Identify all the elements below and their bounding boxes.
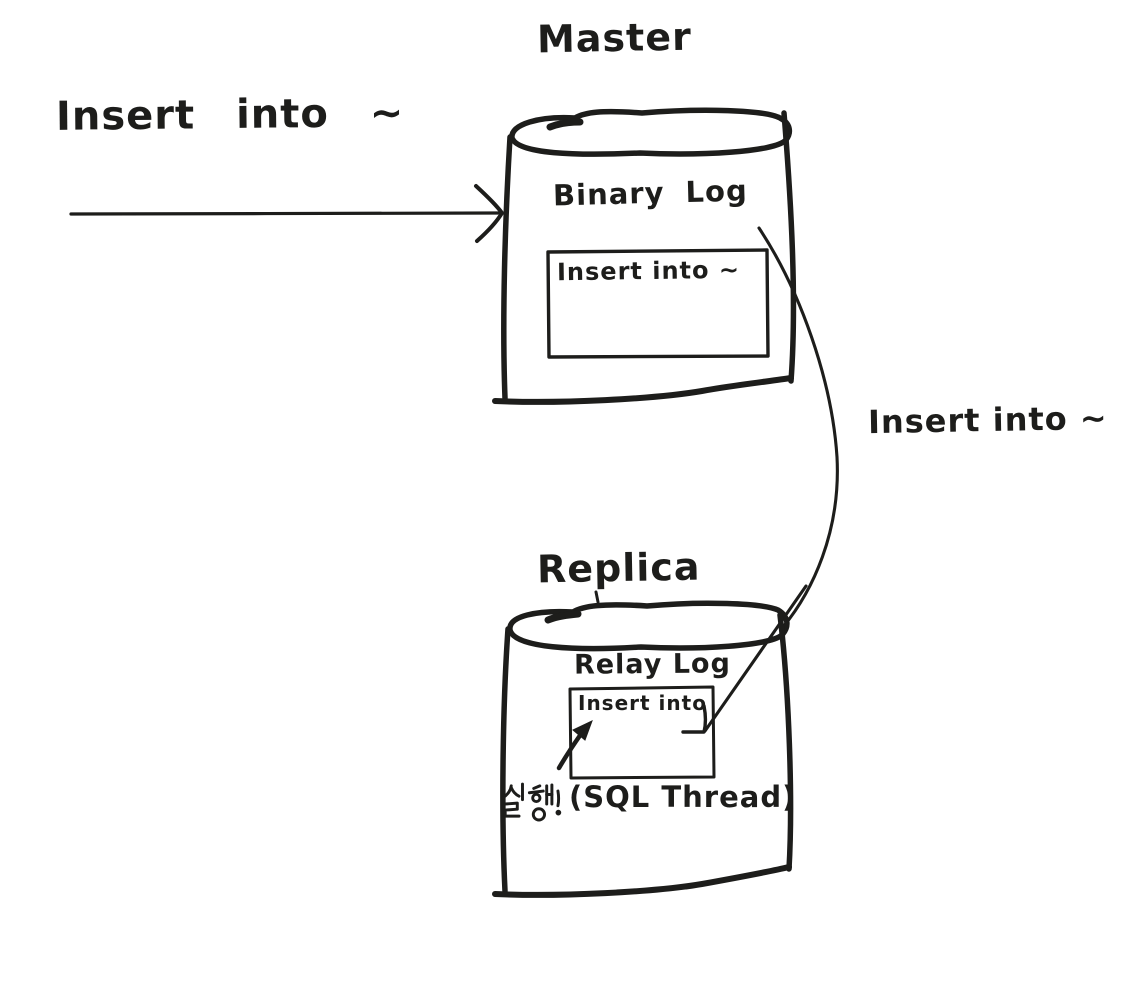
replica-bottom-edge — [492, 864, 792, 898]
stray-pen-mark — [594, 590, 600, 604]
sql-thread-apply-arrow — [556, 720, 593, 771]
replication-statement-label: Insert into ~ — [867, 398, 1108, 442]
master-title: Master — [536, 14, 693, 62]
master-left-edge — [501, 134, 513, 401]
client-query-label: Insert into ~ — [55, 90, 405, 140]
binary-log-entry-box — [546, 248, 770, 359]
replica-cylinder-top — [507, 600, 790, 652]
relay-log-title: Relay Log — [573, 648, 731, 681]
apply-arrow-line — [556, 731, 584, 771]
replication-arrow — [681, 226, 839, 734]
replica-cylinder — [492, 590, 794, 898]
replication-curve — [757, 226, 839, 629]
apply-arrowhead — [572, 720, 593, 741]
replica-title: Replica — [536, 544, 701, 592]
master-cylinder-pen-blob — [546, 118, 584, 131]
master-bottom-edge — [492, 375, 794, 405]
client-insert-arrow-line — [69, 211, 500, 216]
binary-log-title: Binary Log — [552, 173, 749, 213]
client-insert-arrowhead — [474, 184, 504, 243]
sql-thread-label: (SQL Thread) — [569, 780, 797, 814]
master-cylinder-top — [509, 107, 793, 157]
replica-right-edge — [777, 612, 794, 872]
master-cylinder — [492, 107, 797, 405]
replication-arrowhead — [681, 704, 708, 734]
client-insert-arrow — [69, 184, 504, 243]
master-right-edge — [781, 110, 797, 384]
relay-log-entry-text: Insert into — [578, 691, 707, 715]
replica-left-edge — [500, 626, 511, 894]
execute-caption: (SQL Thread) — [500, 780, 796, 826]
binary-log-entry-text: Insert into ~ — [556, 255, 741, 287]
replica-cylinder-pen-blob — [544, 610, 582, 624]
execute-label-hangul — [501, 782, 562, 822]
replication-arrow-line — [703, 584, 808, 733]
